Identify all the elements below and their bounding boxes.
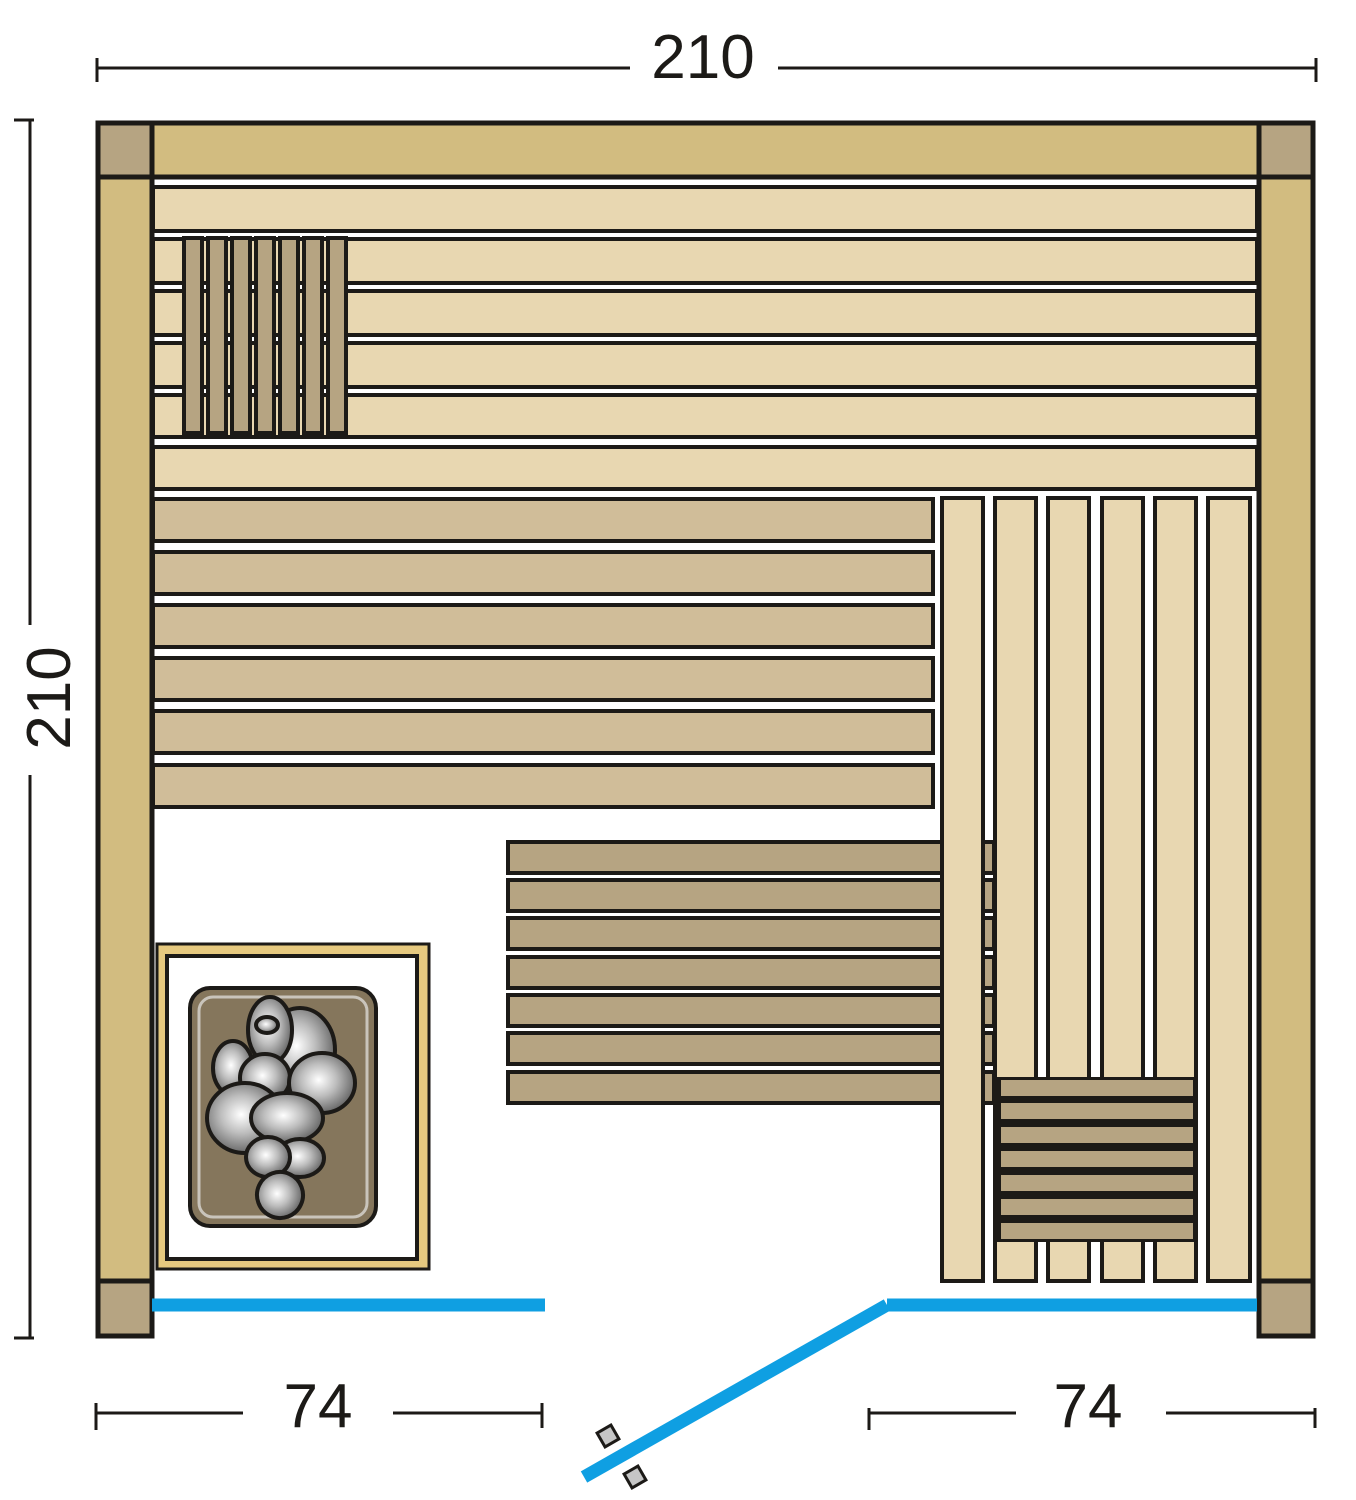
hinge-icon: [622, 1464, 648, 1490]
side-bench-board: [1206, 496, 1252, 1283]
heater-stones: [205, 995, 357, 1220]
footstool-board: [1001, 1080, 1193, 1096]
stone: [249, 1091, 325, 1145]
backrest-slat: [206, 236, 228, 435]
door-hinges: [595, 1423, 648, 1490]
glass-front: [152, 1298, 1257, 1483]
wall-board: [151, 445, 1259, 491]
lower-bench-board: [506, 878, 996, 913]
frame-beam-right: [1256, 174, 1316, 1284]
footstool: [996, 1077, 1196, 1242]
upper-bench-board: [151, 709, 935, 755]
glass-door[interactable]: [580, 1299, 891, 1483]
backrest-slat: [254, 236, 276, 435]
backrest-slat: [230, 236, 252, 435]
footstool-board: [1001, 1127, 1193, 1143]
corner-post-bottom-left: [95, 1278, 155, 1339]
dimension-left: 210: [14, 118, 84, 1340]
upper-bench-board: [151, 656, 935, 702]
dimension-label-bottom-left: 74: [284, 1372, 353, 1441]
frame: [95, 120, 1316, 1339]
corner-post-bottom-right: [1256, 1278, 1316, 1339]
hinge-icon: [595, 1423, 621, 1449]
upper-bench-board: [151, 497, 935, 543]
lower-bench: [506, 840, 996, 1105]
lower-bench-board: [506, 993, 996, 1028]
wall-board: [151, 185, 1259, 233]
frame-beam-left: [95, 174, 155, 1284]
dimension-label-bottom-right: 74: [1054, 1372, 1123, 1441]
backrest-slat: [302, 236, 324, 435]
corner-post-top-right: [1256, 120, 1316, 180]
lower-bench-board: [506, 840, 996, 875]
backrest-slat: [182, 236, 204, 435]
dimension-label-top-width: 210: [651, 23, 754, 92]
stone: [254, 1015, 280, 1035]
lower-bench-board: [506, 1070, 996, 1105]
upper-bench: [151, 497, 935, 809]
backrest-slat: [278, 236, 300, 435]
frame-beam-top: [149, 120, 1262, 180]
sauna-heater: [155, 942, 431, 1271]
dimension-bottom-right: 74: [867, 1372, 1317, 1441]
footstool-board: [1001, 1151, 1193, 1167]
corner-post-top-left: [95, 120, 155, 180]
lower-bench-board: [506, 916, 996, 951]
footstool-board: [1001, 1199, 1193, 1215]
side-bench-board: [940, 496, 985, 1283]
upper-bench-board: [151, 550, 935, 596]
footstool-board: [1001, 1223, 1193, 1239]
side-bench: [940, 496, 1252, 1283]
footstool-board: [1001, 1103, 1193, 1119]
backrest-slat: [326, 236, 348, 435]
stone: [255, 1170, 305, 1220]
upper-bench-board: [151, 763, 935, 809]
dimension-bottom-left: 74: [94, 1372, 544, 1441]
upper-bench-board: [151, 603, 935, 649]
footstool-board: [1001, 1175, 1193, 1191]
dimension-label-left-depth: 210: [15, 646, 84, 749]
lower-bench-board: [506, 1031, 996, 1066]
dimension-top: 210: [95, 23, 1318, 92]
backrest: [182, 236, 348, 435]
lower-bench-board: [506, 955, 996, 990]
